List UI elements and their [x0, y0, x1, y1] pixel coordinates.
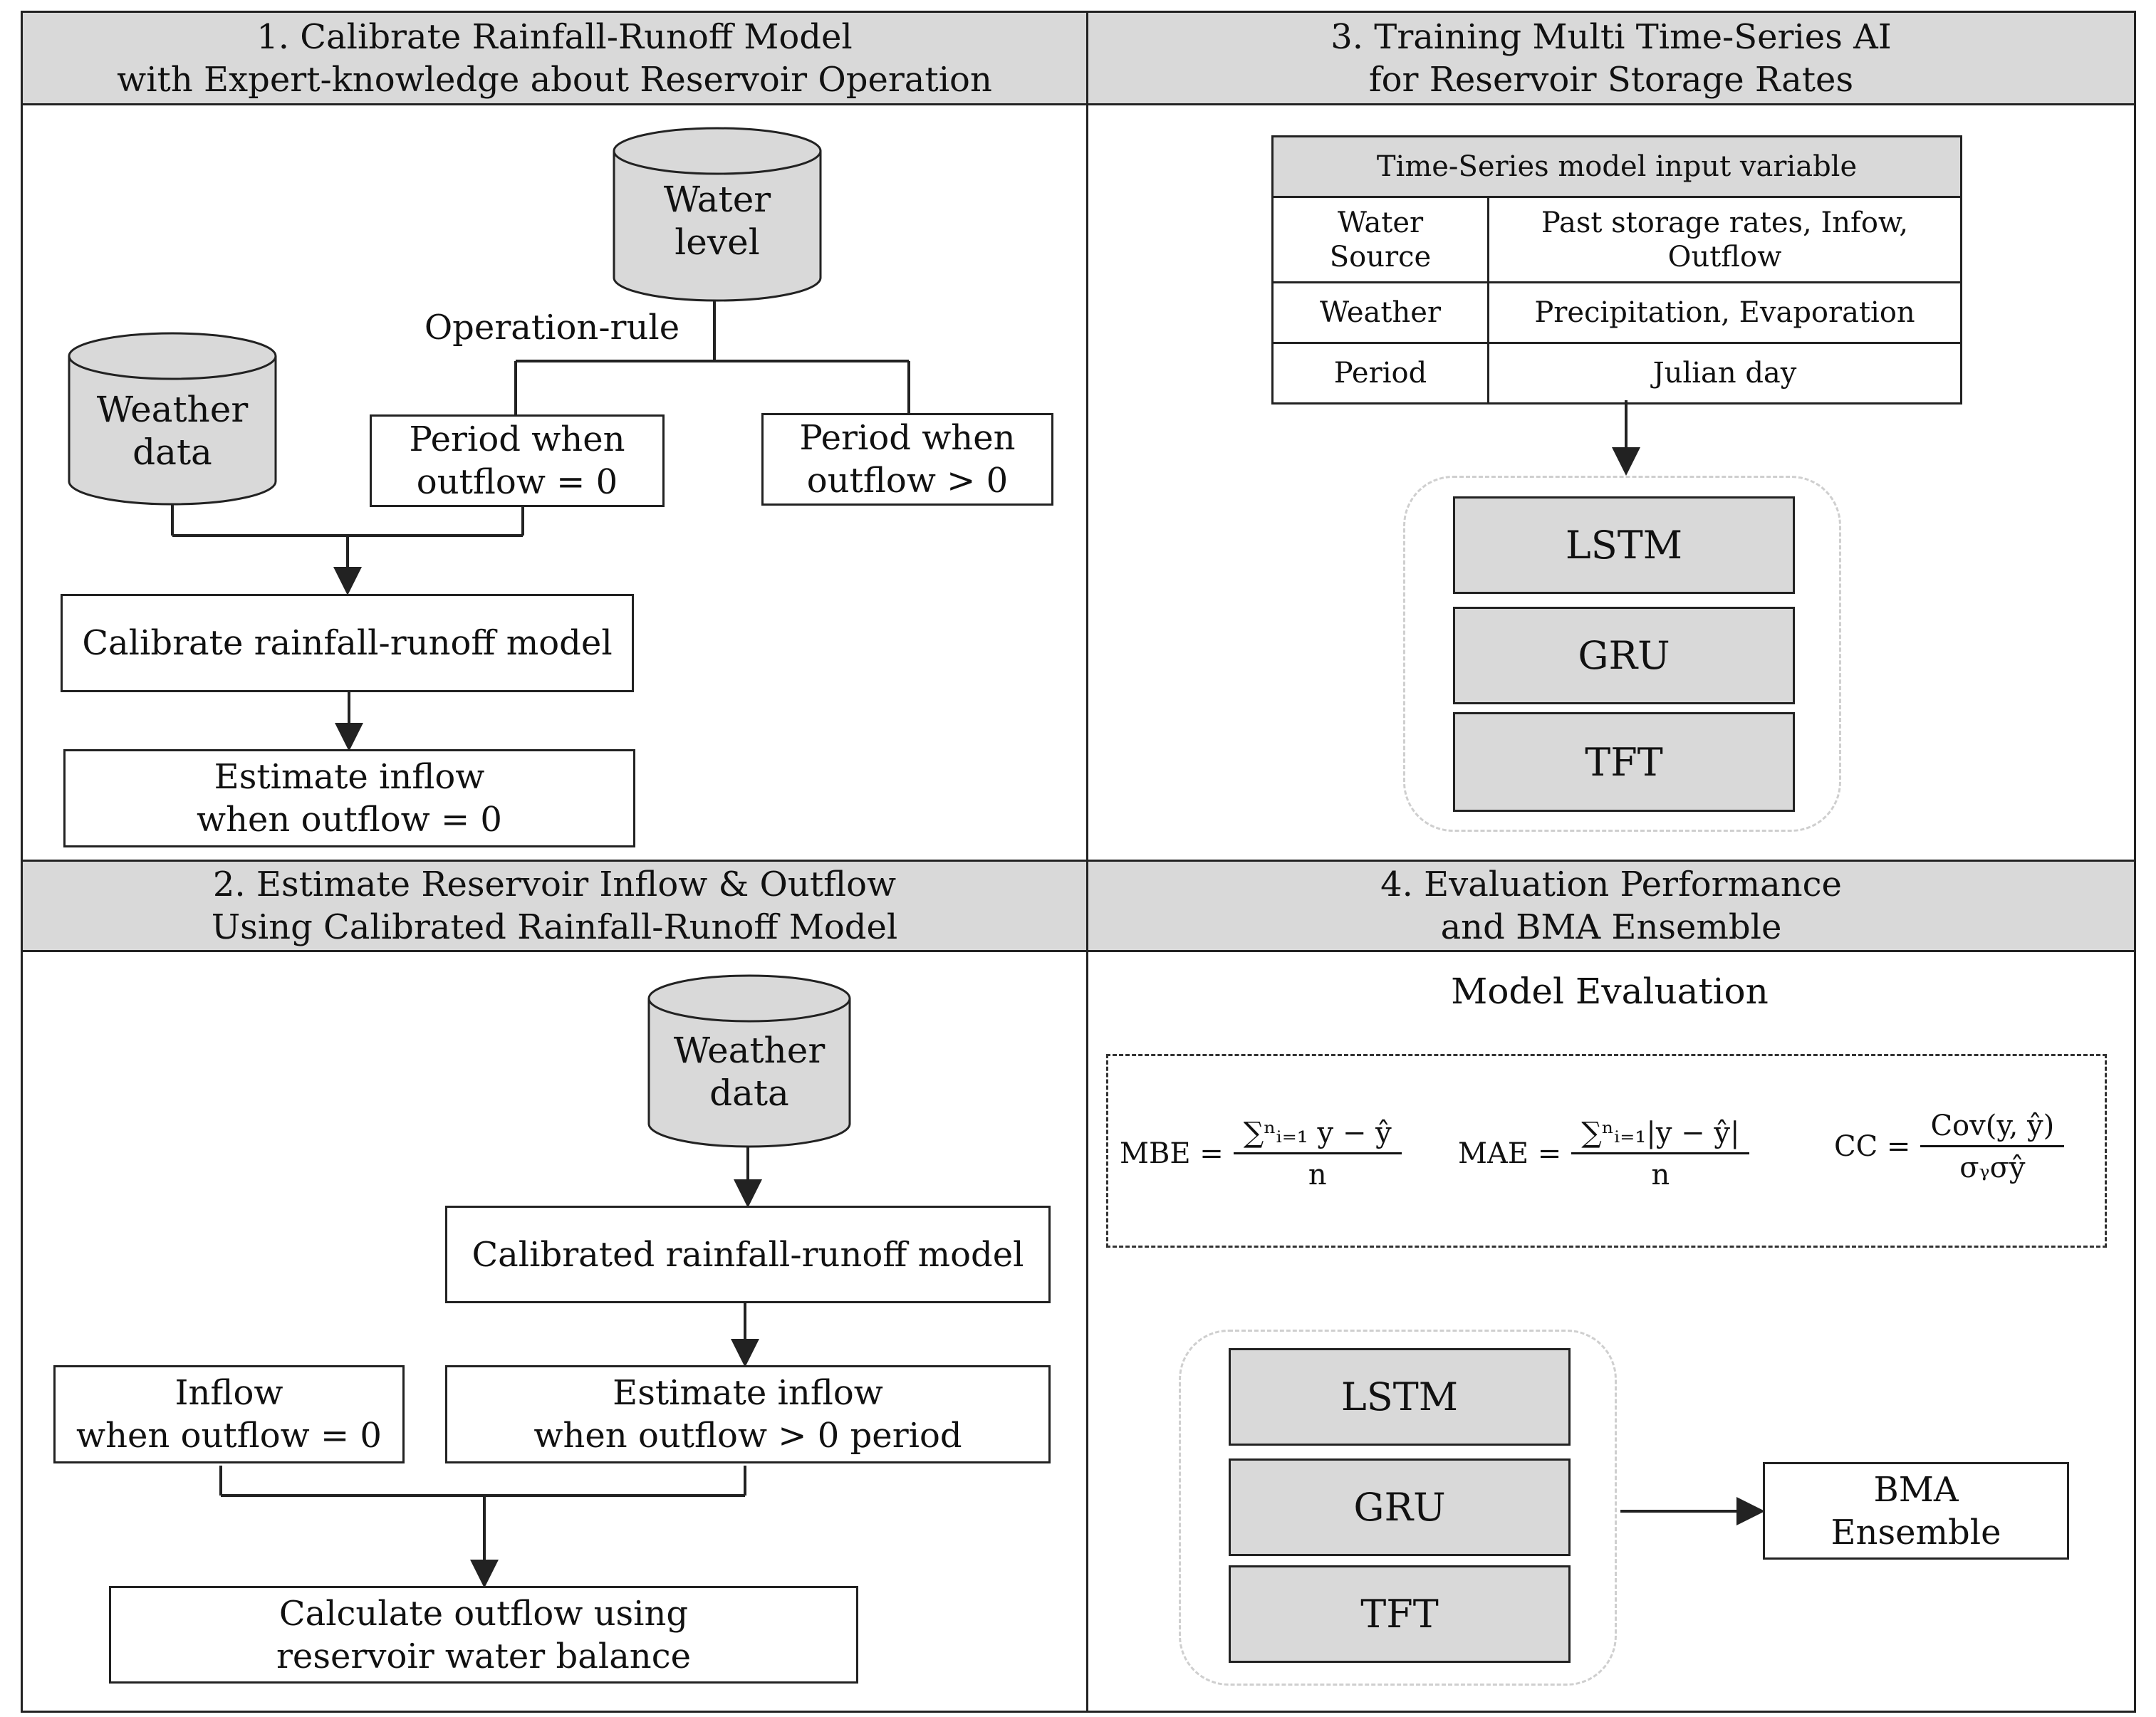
mbe-denominator: n: [1308, 1158, 1327, 1191]
model-gru-p3: GRU: [1453, 607, 1795, 704]
estimate-inflow-box: Estimate inflow when outflow = 0: [63, 749, 635, 847]
period-pos-line1: Period when: [799, 418, 1016, 458]
mae-lhs: MAE =: [1458, 1137, 1562, 1170]
row-value: Julian day: [1487, 342, 1962, 405]
mbe-fraction: ∑ⁿᵢ₌₁ y − ŷ n: [1233, 1117, 1402, 1191]
weather-data-cylinder-p2: [647, 974, 851, 1148]
bma-line1: BMA: [1873, 1469, 1959, 1510]
weather-data-label-p1: Weather data: [69, 385, 276, 477]
panel3-title-line2: for Reservoir Storage Rates: [1368, 59, 1854, 100]
model-evaluation-title: Model Evaluation: [1451, 971, 1769, 1012]
model-group-p3: [1403, 476, 1841, 832]
period-outflow-positive-box: Period when outflow > 0: [761, 413, 1053, 506]
estimate-line2: when outflow = 0: [197, 800, 502, 840]
model-lstm-p3: LSTM: [1453, 496, 1795, 594]
evaluation-formulas-box: [1106, 1054, 2107, 1248]
mae-denominator: n: [1651, 1158, 1670, 1191]
estimate-line1: Estimate inflow: [613, 1373, 883, 1413]
weather-line2: data: [709, 1073, 789, 1114]
mae-formula: MAE = ∑ⁿᵢ₌₁|y − ŷ| n: [1458, 1107, 1750, 1200]
mae-numerator: ∑ⁿᵢ₌₁|y − ŷ|: [1571, 1117, 1750, 1154]
table-header: Time-Series model input variable: [1271, 135, 1962, 198]
inflow-line1: Inflow: [175, 1373, 283, 1413]
weather-line1: Weather: [96, 389, 249, 430]
panel4-title-line1: 4. Evaluation Performance: [1380, 865, 1842, 904]
calibrated-model-box: Calibrated rainfall-runoff model: [445, 1206, 1051, 1303]
water-level-line2: level: [675, 221, 760, 263]
calc-line2: reservoir water balance: [276, 1636, 692, 1676]
cc-numerator: Cov(y, ŷ): [1920, 1110, 2065, 1147]
weather-data-cylinder-p1: [68, 332, 277, 506]
weather-line1: Weather: [673, 1030, 826, 1071]
model-group-p4: [1179, 1330, 1617, 1686]
water-level-cylinder: [613, 127, 822, 302]
row-label-line2: Source: [1329, 240, 1432, 273]
calculate-outflow-box: Calculate outflow using reservoir water …: [109, 1586, 858, 1684]
row-label: Water Source: [1271, 196, 1489, 283]
model-gru-p4: GRU: [1229, 1458, 1571, 1556]
model-tft-p4: TFT: [1229, 1565, 1571, 1663]
panel3-header: 3. Training Multi Time-Series AI for Res…: [1086, 11, 2136, 105]
cc-denominator: σᵧσŷ: [1959, 1151, 2026, 1184]
mbe-numerator: ∑ⁿᵢ₌₁ y − ŷ: [1233, 1117, 1402, 1154]
model-lstm-p4: LSTM: [1229, 1348, 1571, 1446]
panel1-title-line2: with Expert-knowledge about Reservoir Op…: [117, 59, 992, 100]
row-label: Weather: [1271, 281, 1489, 344]
panel2-title-line2: Using Calibrated Rainfall-Runoff Model: [211, 907, 898, 947]
panel3-title-line1: 3. Training Multi Time-Series AI: [1330, 16, 1892, 57]
mae-fraction: ∑ⁿᵢ₌₁|y − ŷ| n: [1571, 1117, 1750, 1191]
period-zero-line1: Period when: [409, 419, 625, 459]
calibrate-model-box: Calibrate rainfall-runoff model: [61, 594, 634, 692]
mbe-lhs: MBE =: [1120, 1137, 1224, 1170]
panel1-title-line1: 1. Calibrate Rainfall-Runoff Model: [256, 16, 853, 57]
inflow-box: Inflow when outflow = 0: [53, 1365, 405, 1463]
panel4-title-line2: and BMA Ensemble: [1440, 907, 1782, 947]
bma-line2: Ensemble: [1830, 1512, 2001, 1552]
water-level-label: Water level: [614, 174, 821, 267]
row-label: Period: [1271, 342, 1489, 405]
estimate-line2: when outflow > 0 period: [533, 1416, 962, 1456]
panel2-header: 2. Estimate Reservoir Inflow & Outflow U…: [21, 860, 1088, 952]
inflow-line2: when outflow = 0: [76, 1416, 382, 1456]
estimate-inflow-positive-box: Estimate inflow when outflow > 0 period: [445, 1365, 1051, 1463]
cc-fraction: Cov(y, ŷ) σᵧσŷ: [1920, 1110, 2065, 1184]
mbe-formula: MBE = ∑ⁿᵢ₌₁ y − ŷ n: [1120, 1107, 1402, 1200]
row-value: Past storage rates, Infow, Outflow: [1487, 196, 1962, 283]
panel2-title-line1: 2. Estimate Reservoir Inflow & Outflow: [212, 865, 897, 904]
water-level-line1: Water: [663, 179, 771, 220]
period-pos-line2: outflow > 0: [806, 461, 1009, 501]
weather-line2: data: [132, 432, 212, 473]
weather-data-label-p2: Weather data: [649, 1025, 850, 1118]
period-zero-line2: outflow = 0: [416, 462, 618, 502]
input-variable-table: Time-Series model input variable Water S…: [1271, 135, 1962, 405]
row-label-line1: Water: [1337, 206, 1424, 239]
row-value: Precipitation, Evaporation: [1487, 281, 1962, 344]
table-row: Weather Precipitation, Evaporation: [1271, 281, 1962, 344]
calc-line1: Calculate outflow using: [278, 1593, 689, 1634]
bma-ensemble-box: BMA Ensemble: [1763, 1462, 2069, 1560]
table-row: Water Source Past storage rates, Infow, …: [1271, 196, 1962, 283]
cc-formula: CC = Cov(y, ŷ) σᵧσŷ: [1834, 1100, 2065, 1193]
model-tft-p3: TFT: [1453, 712, 1795, 812]
table-row: Period Julian day: [1271, 342, 1962, 405]
period-outflow-zero-box: Period when outflow = 0: [370, 414, 665, 507]
panel4-header: 4. Evaluation Performance and BMA Ensemb…: [1086, 860, 2136, 952]
column-divider: [1086, 11, 1088, 1713]
estimate-line1: Estimate inflow: [214, 757, 485, 797]
operation-rule-label: Operation-rule: [424, 308, 680, 348]
cc-lhs: CC =: [1834, 1130, 1911, 1163]
panel1-header: 1. Calibrate Rainfall-Runoff Model with …: [21, 11, 1088, 105]
